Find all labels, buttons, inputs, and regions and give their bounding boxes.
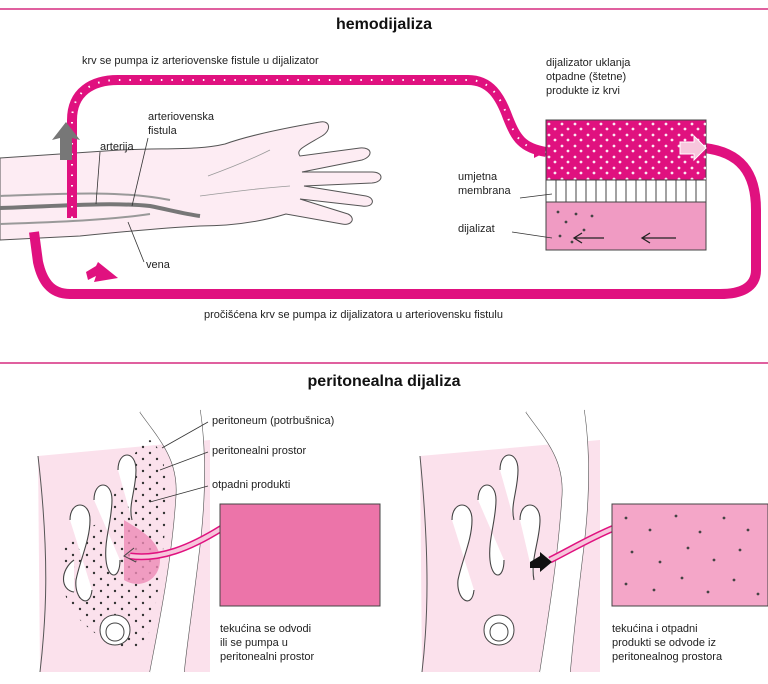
right-caption-line3: peritonealnog prostora — [612, 650, 722, 664]
label-membrane-line2: membrana — [458, 184, 511, 198]
dialyzer — [546, 120, 706, 250]
label-peritoneum: peritoneum (potrbušnica) — [212, 414, 334, 428]
right-caption-line2: produkti se odvode iz — [612, 636, 716, 650]
label-dijalizat: dijalizat — [458, 222, 495, 236]
label-vena: vena — [146, 258, 170, 272]
abdomen-cross-section-right — [420, 410, 768, 672]
dialyzer-caption-line3: produkte iz krvi — [546, 84, 620, 98]
label-membrane-line1: umjetna — [458, 170, 497, 184]
left-caption-line2: ili se pumpa u — [220, 636, 288, 650]
label-fistula: fistula — [148, 124, 177, 138]
label-arteriovenska: arteriovenska — [148, 110, 214, 124]
bottom-flow-caption: pročišćena krv se pumpa iz dijalizatora … — [204, 308, 503, 322]
left-caption-line3: peritonealni prostor — [220, 650, 314, 664]
label-waste-products: otpadni produkti — [212, 478, 290, 492]
abdomen-cross-section-left — [38, 410, 380, 672]
left-caption-line1: tekućina se odvodi — [220, 622, 311, 636]
top-flow-caption: krv se pumpa iz arteriovenske fistule u … — [82, 54, 319, 68]
dialyzer-caption-line1: dijalizator uklanja — [546, 56, 630, 70]
dialyzer-caption-line2: otpadne (štetne) — [546, 70, 626, 84]
label-peritoneal-space: peritonealni prostor — [212, 444, 306, 458]
right-caption-line1: tekućina i otpadni — [612, 622, 698, 636]
label-arterija: arterija — [100, 140, 134, 154]
